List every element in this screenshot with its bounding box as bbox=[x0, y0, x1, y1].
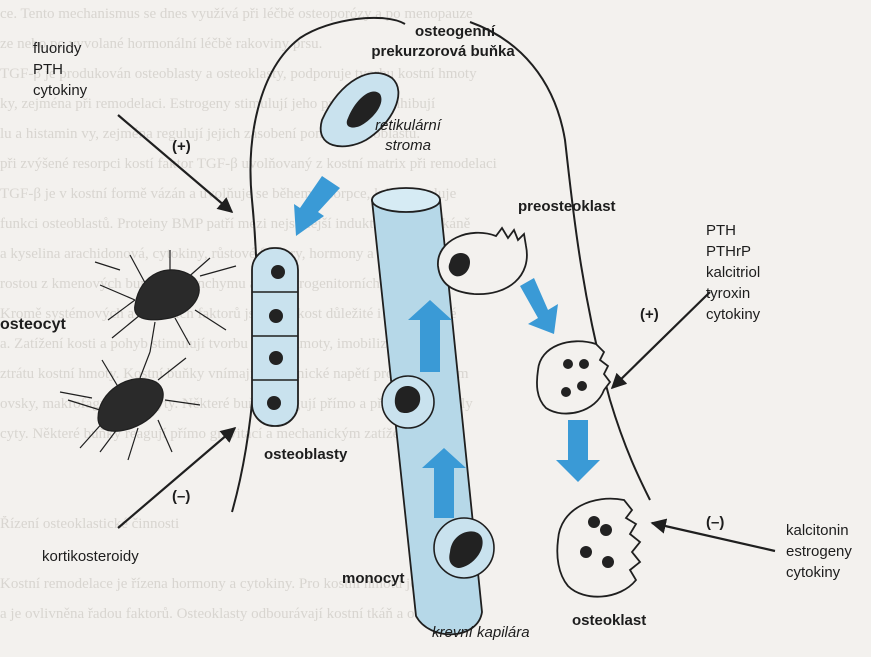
monocyte-cell-upper bbox=[382, 376, 434, 428]
osteoblasts-label: osteoblasty bbox=[264, 444, 347, 465]
minus-sign-left: (–) bbox=[172, 486, 190, 507]
right-stimulator-item: tyroxin bbox=[706, 283, 760, 304]
blood-capillary-label: krevní kapilára bbox=[432, 622, 530, 643]
osteoblast-column bbox=[252, 248, 298, 426]
left-inhibitor-label: kortikosteroidy bbox=[42, 546, 139, 567]
right-inhibitor-item: estrogeny bbox=[786, 541, 852, 562]
left-stimulator-item: cytokiny bbox=[33, 80, 87, 101]
osteoclast-label: osteoklast bbox=[572, 610, 646, 631]
right-stimulator-item: cytokiny bbox=[706, 304, 760, 325]
right-stimulator-item: kalcitriol bbox=[706, 262, 760, 283]
precursor-label-line2: prekurzorová buňka bbox=[371, 42, 515, 62]
minus-sign-right: (–) bbox=[706, 512, 724, 533]
osteocyte-cell-lower bbox=[60, 352, 200, 460]
right-inhibitor-item: kalcitonin bbox=[786, 520, 852, 541]
plus-sign-left: (+) bbox=[172, 136, 191, 157]
preosteoclast-cell bbox=[438, 228, 527, 294]
plus-sign-right: (+) bbox=[640, 304, 659, 325]
arrow-to-osteoclast bbox=[556, 420, 600, 482]
reticular-label-line1: retikulární bbox=[348, 116, 468, 136]
reticular-stroma-label: retikulární stroma bbox=[348, 116, 468, 156]
osteoclast-cell bbox=[557, 499, 640, 597]
arrow-inhibitor-left bbox=[118, 428, 235, 528]
fusing-preosteoclast-cell bbox=[537, 341, 610, 413]
right-stimulator-item: PTHrP bbox=[706, 241, 760, 262]
right-inhibitors-list: kalcitonin estrogeny cytokiny bbox=[786, 520, 852, 583]
reticular-label-line2: stroma bbox=[348, 136, 468, 156]
arrow-stimulators-left bbox=[118, 115, 232, 212]
osteogenic-precursor-label: osteogenní prekurzorová buňka bbox=[395, 22, 515, 62]
right-stimulators-list: PTH PTHrP kalcitriol tyroxin cytokiny bbox=[706, 220, 760, 325]
monocyte-cell-lower bbox=[434, 518, 494, 578]
left-stimulators-list: fluoridy PTH cytokiny bbox=[33, 38, 87, 101]
monocyte-label: monocyt bbox=[342, 568, 405, 589]
precursor-label-line1: osteogenní bbox=[395, 22, 515, 42]
left-stimulator-item: fluoridy bbox=[33, 38, 87, 59]
osteocyte-cell-upper bbox=[95, 250, 236, 352]
left-stimulator-item: PTH bbox=[33, 59, 87, 80]
right-stimulator-item: PTH bbox=[706, 220, 760, 241]
osteocyte-label: osteocyt bbox=[0, 314, 66, 335]
preosteoclast-label: preosteoklast bbox=[518, 196, 616, 217]
right-inhibitor-item: cytokiny bbox=[786, 562, 852, 583]
arrow-preosteoclast-down bbox=[520, 278, 558, 334]
arrow-stroma-to-osteoblast bbox=[294, 176, 340, 236]
arrow-stimulators-right bbox=[612, 292, 710, 388]
